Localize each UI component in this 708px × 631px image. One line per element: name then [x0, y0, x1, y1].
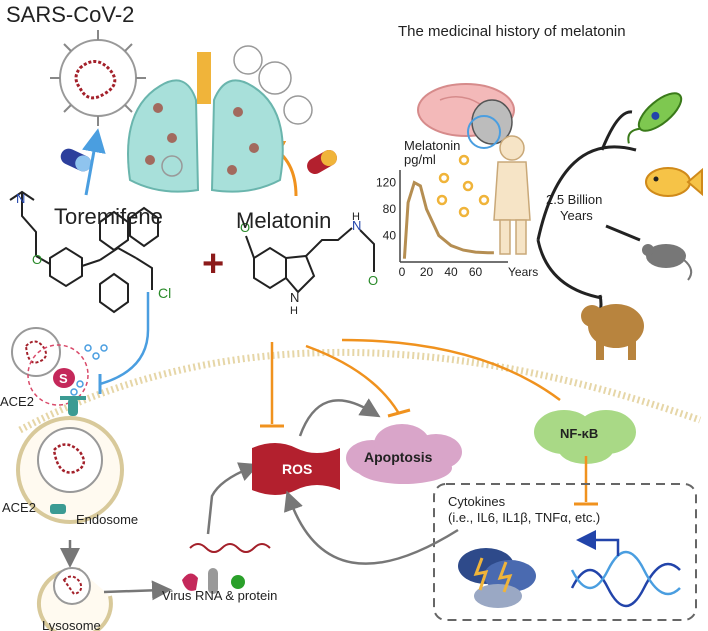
apoptosis-cloud-shape: [346, 424, 462, 484]
apoptosis-label: Apoptosis: [364, 449, 433, 465]
lysosome-release-arrow: [103, 580, 172, 601]
bacterium-icon: [627, 92, 683, 144]
nfkb-label: NF-κB: [560, 426, 598, 441]
toremifene-molecules: [70, 344, 108, 396]
nfkb-shape: [534, 410, 636, 464]
primate-icon: [581, 304, 644, 360]
chart-series-line: [402, 180, 494, 259]
chart-ytick-label: 40: [383, 229, 397, 243]
ros-flag-shape: [252, 443, 340, 495]
brain-icon: [417, 83, 515, 149]
chart-title: Melatonin: [404, 138, 460, 153]
storm-cloud-icon: [458, 548, 536, 608]
cytokines-to-ros-arrow: [284, 490, 459, 565]
melatonin-n-indole-atom: N: [290, 290, 299, 305]
chart-xtick-label: 20: [420, 265, 434, 279]
virus-to-ros-arrow: [206, 462, 260, 535]
virus-rna-protein-label: Virus RNA & protein: [162, 588, 277, 603]
melatonin-h-indole-atom: H: [290, 305, 298, 317]
title-sars-cov-2: SARS-CoV-2: [6, 2, 134, 27]
label-toremifene: Toremifene: [54, 204, 163, 229]
chart-xtick-label: 60: [469, 265, 483, 279]
ros-label: ROS: [282, 461, 312, 477]
title-medicinal-history: The medicinal history of melatonin: [398, 23, 626, 40]
chart-xtick-label: 0: [399, 265, 406, 279]
melatonin-age-chart: 40 80 120 0 20 40 60 Years: [376, 170, 538, 279]
toremifene-inhibit-line: [99, 292, 150, 386]
dna-helix-icon: [570, 550, 681, 608]
virus-rna-icon: [189, 543, 271, 553]
melatonin-dots: [436, 154, 490, 218]
toremifene-arrow: [82, 128, 106, 196]
toremifene-n-atom: N: [16, 191, 25, 206]
toremifene-cl-atom: Cl: [158, 285, 171, 301]
ace2-receptor-top-icon: [60, 396, 86, 416]
spike-protein-label: S: [59, 371, 68, 386]
chart-xtick-label: 40: [444, 265, 458, 279]
chart-ytick-label: 80: [383, 202, 397, 216]
label-melatonin-drug: Melatonin: [236, 208, 331, 233]
melatonin-h-amide-atom: H: [352, 211, 360, 223]
virus-protein-icons: [182, 568, 245, 594]
toremifene-o-atom: O: [32, 252, 42, 267]
virus-at-membrane-icon: [11, 327, 61, 377]
ace2-binding-zone: [27, 344, 89, 406]
drug-capsule-blue-icon: [60, 148, 92, 172]
fish-icon: [645, 167, 703, 197]
plus-sign: +: [202, 243, 224, 285]
drug-capsule-red-icon: [307, 150, 337, 174]
melatonin-o-methoxy-atom: O: [240, 220, 250, 235]
ace2-top-label: ACE2: [0, 394, 34, 409]
mouse-icon: [642, 244, 693, 281]
melatonin-inhibition-lines: [270, 338, 588, 502]
transcription-arrow: [576, 530, 620, 556]
melatonin-o-amide-atom: O: [368, 273, 378, 288]
lysosome-icon: [37, 567, 113, 631]
cytokines-list: (i.e., IL6, IL1β, TNFα, etc.): [448, 510, 600, 525]
human-figure-icon: [493, 135, 531, 255]
sars-cov-2-virus-icon: [50, 30, 146, 126]
melatonin-structure: [245, 227, 375, 294]
chart-ylabel: pg/ml: [404, 152, 436, 167]
ros-to-apoptosis-arrow: [298, 398, 381, 437]
chart-xtick-label: Years: [508, 265, 538, 279]
billion-years-line-1: 2.5 Billion: [546, 192, 602, 207]
spike-protein-icon: [53, 368, 75, 388]
toremifene-structure: [9, 190, 159, 314]
ace2-bottom-label: ACE2: [2, 500, 36, 515]
lungs-icon: [127, 45, 313, 193]
lysosome-label: Lysosome: [42, 618, 101, 631]
evolution-tree: [536, 110, 641, 313]
melatonin-n-amide-atom: N: [352, 218, 361, 233]
inhibition-bars: [260, 408, 598, 506]
cytokines-title: Cytokines: [448, 494, 506, 509]
chart-ytick-label: 120: [376, 176, 396, 190]
endosome-icon: [16, 416, 124, 524]
endosome-label: Endosome: [76, 512, 138, 527]
billion-years-line-2: Years: [560, 208, 593, 223]
